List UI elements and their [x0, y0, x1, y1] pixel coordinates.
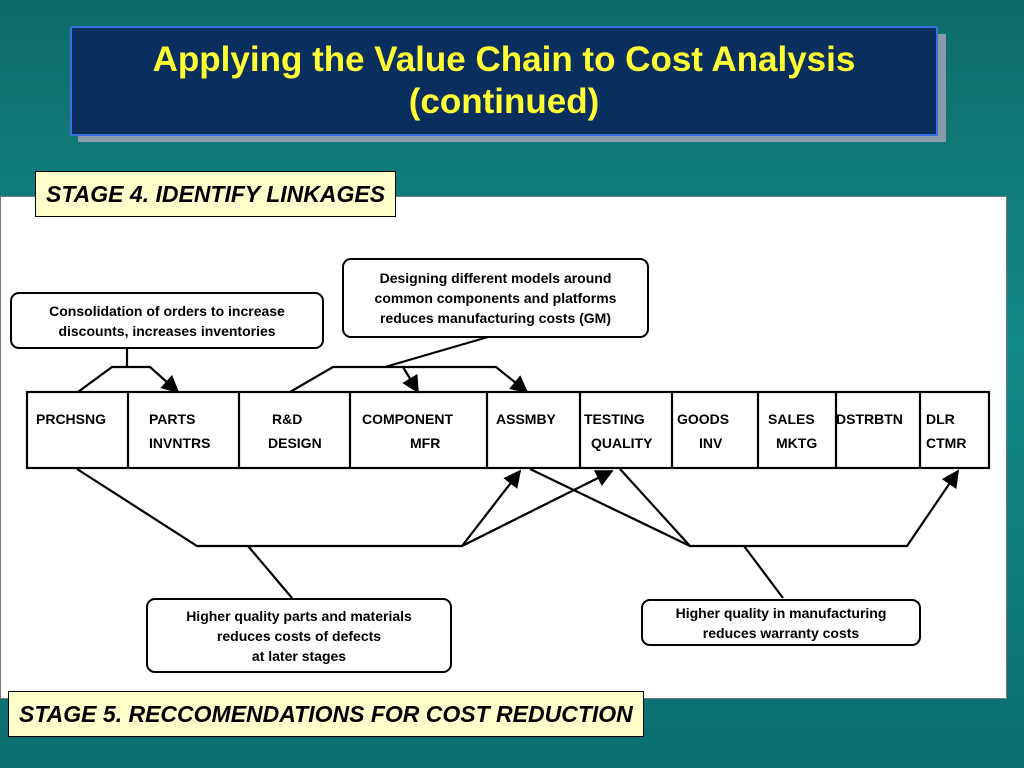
- chain-testing-line2: QUALITY: [591, 435, 653, 451]
- chain-parts-line2: INVNTRS: [149, 435, 211, 451]
- stage-4-label: STAGE 4. IDENTIFY LINKAGES: [35, 171, 397, 217]
- callout-models-line1: Designing different models around: [379, 270, 612, 286]
- linkage-assembly-to-customer: [529, 468, 959, 548]
- chain-rd-line1: R&D: [272, 411, 303, 427]
- chain-goods-line2: INV: [699, 435, 723, 451]
- callout-models-line3: reduces manufacturing costs (GM): [379, 310, 612, 326]
- value-chain-box: [25, 390, 991, 470]
- chain-testing-line1: TESTING: [584, 411, 645, 427]
- chain-assembly-line1: ASSMBY: [496, 411, 556, 427]
- callout-parts-line2: reduces costs of defects: [216, 627, 382, 644]
- linkage-parts-to-assembly-testing: [76, 468, 522, 548]
- pointer-models: [384, 335, 489, 369]
- callout-common-platforms: Designing different models around common…: [342, 258, 649, 338]
- chain-component-line1: COMPONENT: [362, 411, 453, 427]
- chain-distribution-line1: DSTRBTN: [836, 411, 903, 427]
- chain-dealer-line1: DLR: [926, 411, 955, 427]
- chain-dealer-line2: CTMR: [926, 435, 967, 451]
- callout-mfg-line1: Higher quality in manufacturing: [675, 604, 887, 621]
- callout-models-line2: common components and platforms: [374, 290, 617, 306]
- chain-purchasing-line1: PRCHSNG: [36, 411, 107, 427]
- linkage-rd-component-assembly: [289, 365, 529, 394]
- callout-manufacturing-quality: Higher quality in manufacturing reduces …: [641, 599, 921, 646]
- callout-parts-line1: Higher quality parts and materials: [186, 607, 412, 624]
- callout-mfg-line2: reduces warranty costs: [702, 624, 860, 641]
- title-line-2: (continued): [408, 82, 600, 121]
- chain-rd-line2: DESIGN: [268, 435, 322, 451]
- callout-parts-quality: Higher quality parts and materials reduc…: [146, 598, 452, 673]
- callout-consolidation-line1: Consolidation of orders to increase: [49, 302, 285, 319]
- chain-sales-line2: MKTG: [776, 435, 818, 451]
- chain-component-line2: MFR: [410, 435, 441, 451]
- title-line-1: Applying the Value Chain to Cost Analysi…: [152, 40, 856, 79]
- callout-consolidation: Consolidation of orders to increase disc…: [10, 292, 324, 349]
- chain-parts-line1: PARTS: [149, 411, 196, 427]
- title-box: Applying the Value Chain to Cost Analysi…: [70, 26, 938, 136]
- linkage-rd-component-branch: [402, 366, 419, 394]
- callout-parts-line3: at later stages: [251, 647, 347, 664]
- callout-consolidation-line2: discounts, increases inventories: [58, 322, 276, 339]
- chain-sales-line1: SALES: [768, 411, 815, 427]
- linkage-testing-branch: [619, 468, 691, 547]
- linkage-parts-testing-branch: [461, 470, 614, 547]
- stage-5-label: STAGE 5. RECCOMENDATIONS FOR COST REDUCT…: [8, 691, 644, 737]
- pointer-parts-quality: [247, 545, 293, 599]
- pointer-mfg-quality: [743, 545, 784, 599]
- linkage-purchasing-parts: [77, 365, 180, 394]
- chain-goods-line1: GOODS: [677, 411, 730, 427]
